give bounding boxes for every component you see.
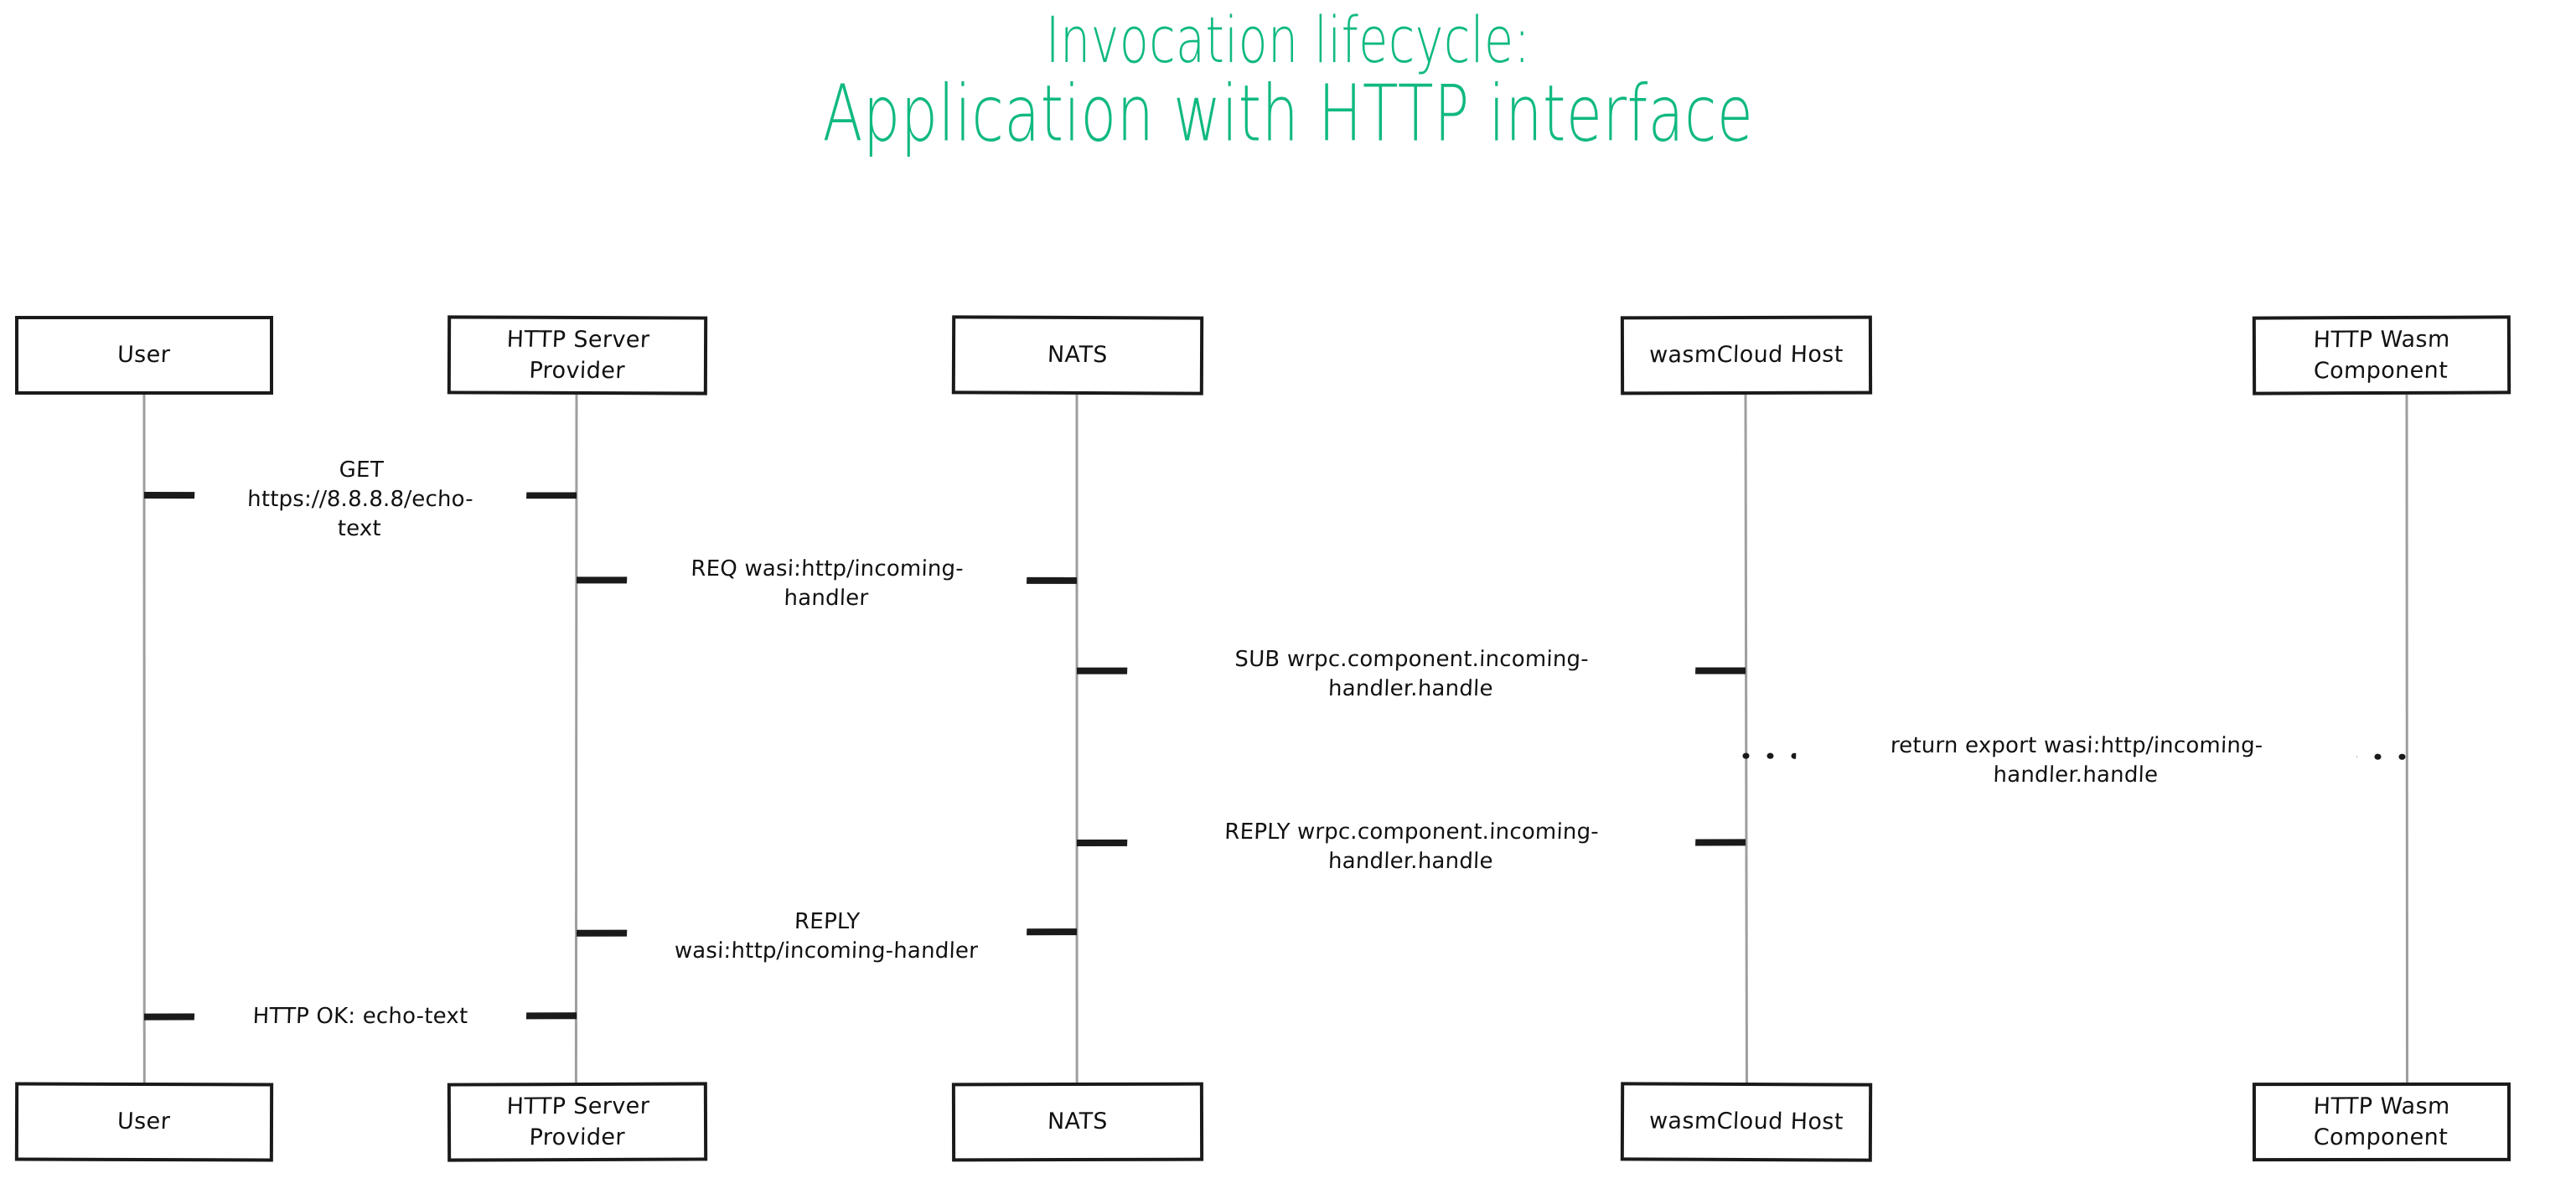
participant-box-user-top[interactable]: User xyxy=(14,315,274,395)
lifeline-wasm-component xyxy=(2405,394,2409,1083)
page-title: Invocation lifecycle: Application with H… xyxy=(0,3,2576,154)
participant-box-wasmcloud-host-top[interactable]: wasmCloud Host xyxy=(1620,315,1873,395)
participant-box-wasmcloud-host-bottom[interactable]: wasmCloud Host xyxy=(1620,1082,1873,1162)
message-label-msg-http-ok: HTTP OK: echo-text xyxy=(194,1001,527,1031)
participant-box-http-provider-bottom[interactable]: HTTP Server Provider xyxy=(447,1082,708,1162)
participant-label-wasm-component: HTTP Wasm Component xyxy=(2313,1093,2451,1151)
message-label-msg-sub: SUB wrpc.component.incoming- handler.han… xyxy=(1125,645,1697,704)
participant-label-nats: NATS xyxy=(1047,342,1109,369)
participant-label-http-provider: HTTP Server Provider xyxy=(505,1093,650,1151)
lifelines-group xyxy=(142,394,2409,1083)
participant-label-wasmcloud-host: wasmCloud Host xyxy=(1648,342,1844,369)
participant-box-http-provider-top[interactable]: HTTP Server Provider xyxy=(447,315,708,395)
lifeline-http-provider xyxy=(574,394,578,1083)
participant-box-wasm-component-bottom[interactable]: HTTP Wasm Component xyxy=(2252,1082,2511,1162)
message-label-msg-req: REQ wasi:http/incoming- handler xyxy=(625,555,1028,613)
participant-label-user: User xyxy=(116,342,172,369)
participant-box-user-bottom[interactable]: User xyxy=(14,1082,274,1162)
participant-label-wasm-component: HTTP Wasm Component xyxy=(2313,326,2451,385)
message-label-msg-reply-wasi: REPLY wasi:http/incoming-handler xyxy=(625,907,1028,966)
message-label-msg-return-export: return export wasi:http/incoming- handle… xyxy=(1794,731,2358,790)
participant-box-nats-bottom[interactable]: NATS xyxy=(951,1082,1204,1162)
title-line-2: Application with HTTP interface xyxy=(822,67,1754,159)
participant-box-wasm-component-top[interactable]: HTTP Wasm Component xyxy=(2252,315,2511,395)
participant-box-nats-top[interactable]: NATS xyxy=(951,315,1204,395)
participant-label-http-provider: HTTP Server Provider xyxy=(505,326,650,385)
participant-label-nats: NATS xyxy=(1047,1109,1109,1135)
title-line-1: Invocation lifecycle: xyxy=(1045,3,1531,78)
message-label-msg-get: GET https://8.8.8.8/echo- text xyxy=(193,456,528,544)
message-label-msg-reply-wrpc: REPLY wrpc.component.incoming- handler.h… xyxy=(1125,818,1697,876)
participant-label-wasmcloud-host: wasmCloud Host xyxy=(1648,1108,1844,1135)
participant-label-user: User xyxy=(116,1109,172,1135)
